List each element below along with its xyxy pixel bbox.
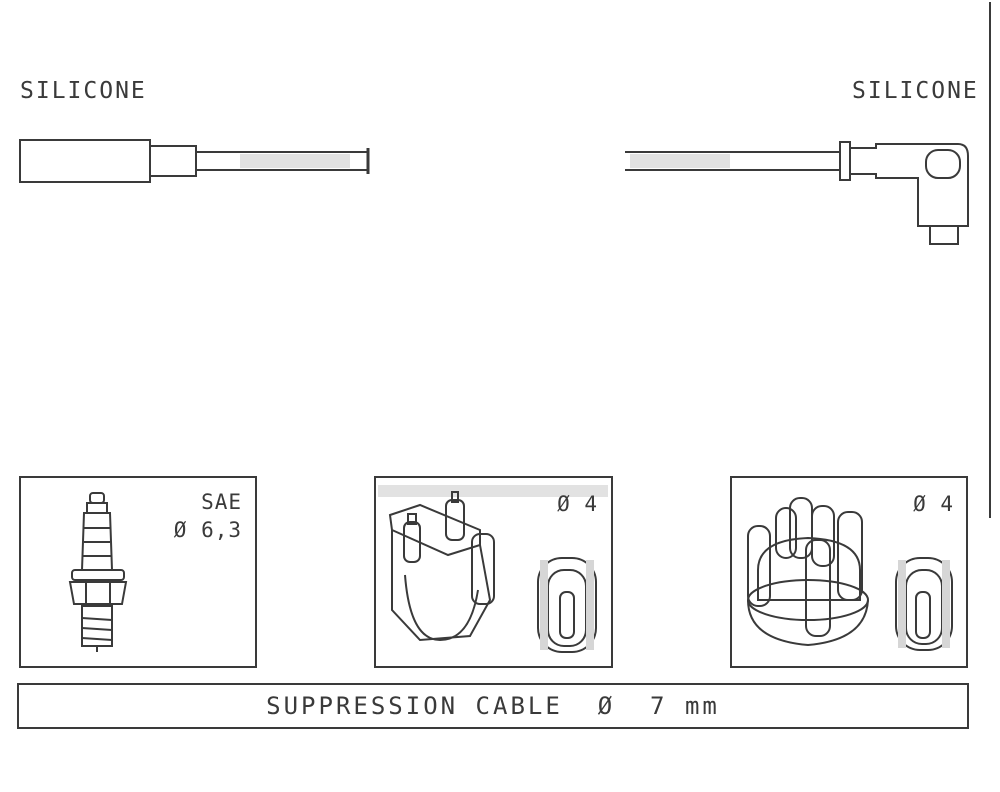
- coil-box: [374, 476, 613, 668]
- coil-diameter: Ø 4: [557, 492, 598, 516]
- coil-terminal-section-icon: [537, 557, 597, 653]
- straight-connector: [19, 139, 370, 183]
- spark-plug-standard: SAE: [201, 490, 242, 514]
- left-material-label: SILICONE: [20, 78, 147, 104]
- right-material-label: SILICONE: [852, 78, 979, 104]
- spark-plug-diameter: Ø 6,3: [173, 518, 242, 542]
- distributor-box: [730, 476, 968, 668]
- angled-connector: [625, 141, 969, 245]
- distributor-cap-icon: [747, 497, 869, 647]
- spark-plug-spec: SAE Ø 6,3: [150, 488, 242, 544]
- spark-plug-icon: [68, 492, 128, 652]
- cable-bar: [17, 683, 969, 729]
- cable-spec: SUPPRESSION CABLE Ø 7 mm: [266, 692, 720, 720]
- ignition-coil-icon: [388, 491, 495, 642]
- spark-plug-box: [19, 476, 257, 668]
- distributor-diameter: Ø 4: [913, 492, 954, 516]
- distributor-terminal-section-icon: [895, 557, 953, 651]
